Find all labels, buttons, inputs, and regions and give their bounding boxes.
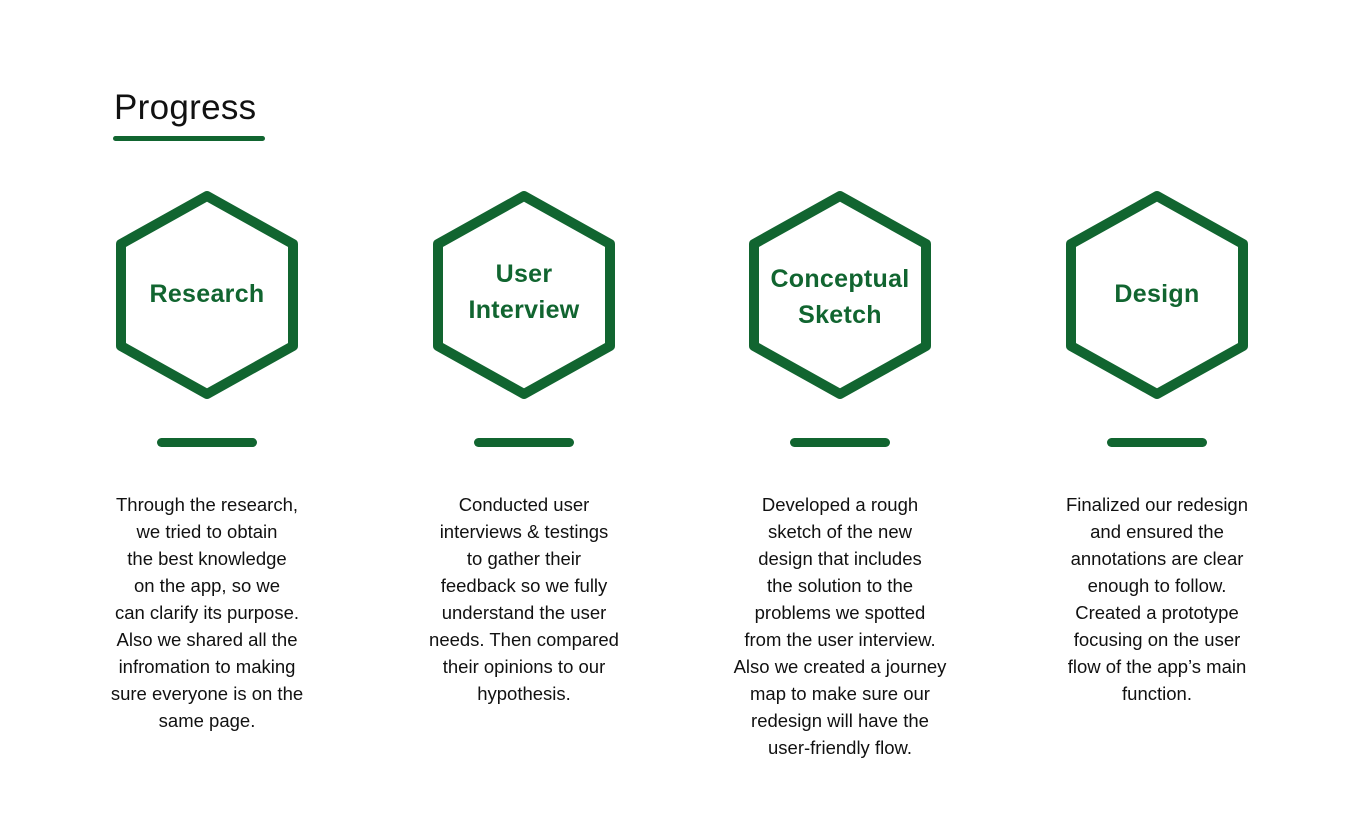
hexagon-icon — [1027, 188, 1287, 402]
step-label: Research — [149, 280, 265, 308]
step-description: Developed a rough sketch of the new desi… — [733, 494, 947, 758]
step-description: Through the research, we tried to obtain… — [110, 494, 304, 731]
step-description: Conducted user interviews & testings to … — [429, 494, 619, 704]
title-underline — [113, 136, 265, 141]
page-title: Progress — [114, 88, 257, 127]
step-divider — [157, 438, 257, 447]
step-label: Conceptual Sketch — [770, 265, 910, 329]
step-divider — [790, 438, 890, 447]
step-label: User Interview — [468, 260, 580, 324]
step-description: Finalized our redesign and ensured the a… — [1065, 494, 1249, 704]
step-label: Design — [1114, 280, 1200, 308]
hexagon-icon — [710, 188, 970, 402]
hexagon-icon — [77, 188, 337, 402]
step-divider — [474, 438, 574, 447]
hexagon-icon — [394, 188, 654, 402]
step-divider — [1107, 438, 1207, 447]
